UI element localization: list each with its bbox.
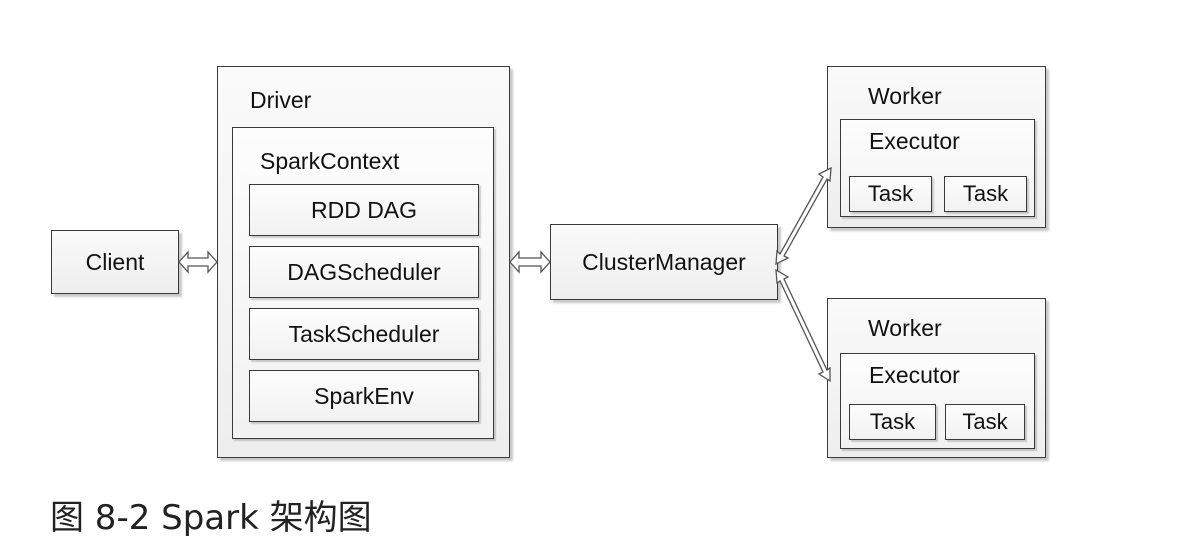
clustermanager-worker1-arrow xyxy=(775,166,832,266)
cluster-manager-box: ClusterManager xyxy=(550,224,778,300)
task-label: Task xyxy=(869,409,916,434)
executor-box: Executor Task Task xyxy=(840,353,1035,449)
worker-box: Worker Executor Task Task xyxy=(827,66,1046,228)
worker-label: Worker xyxy=(868,315,942,341)
driver-clustermanager-arrow xyxy=(509,250,551,274)
rdd-dag-label: RDD DAG xyxy=(310,196,418,223)
task-box: Task xyxy=(849,404,936,440)
task-label: Task xyxy=(962,409,1008,434)
worker-box: Worker Executor Task Task xyxy=(827,298,1046,458)
task-label: Task xyxy=(867,181,914,206)
spark-context-label: SparkContext xyxy=(260,148,400,174)
client-box: Client xyxy=(51,230,179,294)
rdd-dag-box: RDD DAG xyxy=(249,184,479,236)
task-scheduler-box: TaskScheduler xyxy=(249,308,479,360)
clustermanager-worker2-arrow xyxy=(775,268,831,383)
task-scheduler-label: TaskScheduler xyxy=(288,320,440,347)
client-driver-arrow xyxy=(178,250,218,274)
dag-scheduler-label: DAGScheduler xyxy=(287,258,441,285)
worker-label: Worker xyxy=(868,83,942,109)
cluster-manager-label: ClusterManager xyxy=(582,248,746,275)
driver-label: Driver xyxy=(250,87,312,113)
client-label: Client xyxy=(85,248,145,275)
executor-label: Executor xyxy=(869,128,960,154)
task-box: Task xyxy=(945,404,1025,440)
task-box: Task xyxy=(944,176,1027,212)
spark-context-box: SparkContext RDD DAG DAGScheduler TaskSc… xyxy=(232,127,494,439)
task-label: Task xyxy=(962,181,1009,206)
figure-caption: 图 8-2 Spark 架构图 xyxy=(50,498,372,538)
spark-env-label: SparkEnv xyxy=(314,382,414,409)
dag-scheduler-box: DAGScheduler xyxy=(249,246,479,298)
task-box: Task xyxy=(849,176,932,212)
driver-box: Driver SparkContext RDD DAG DAGScheduler… xyxy=(217,66,510,458)
executor-box: Executor Task Task xyxy=(840,119,1035,217)
spark-env-box: SparkEnv xyxy=(249,370,479,422)
executor-label: Executor xyxy=(869,362,960,388)
